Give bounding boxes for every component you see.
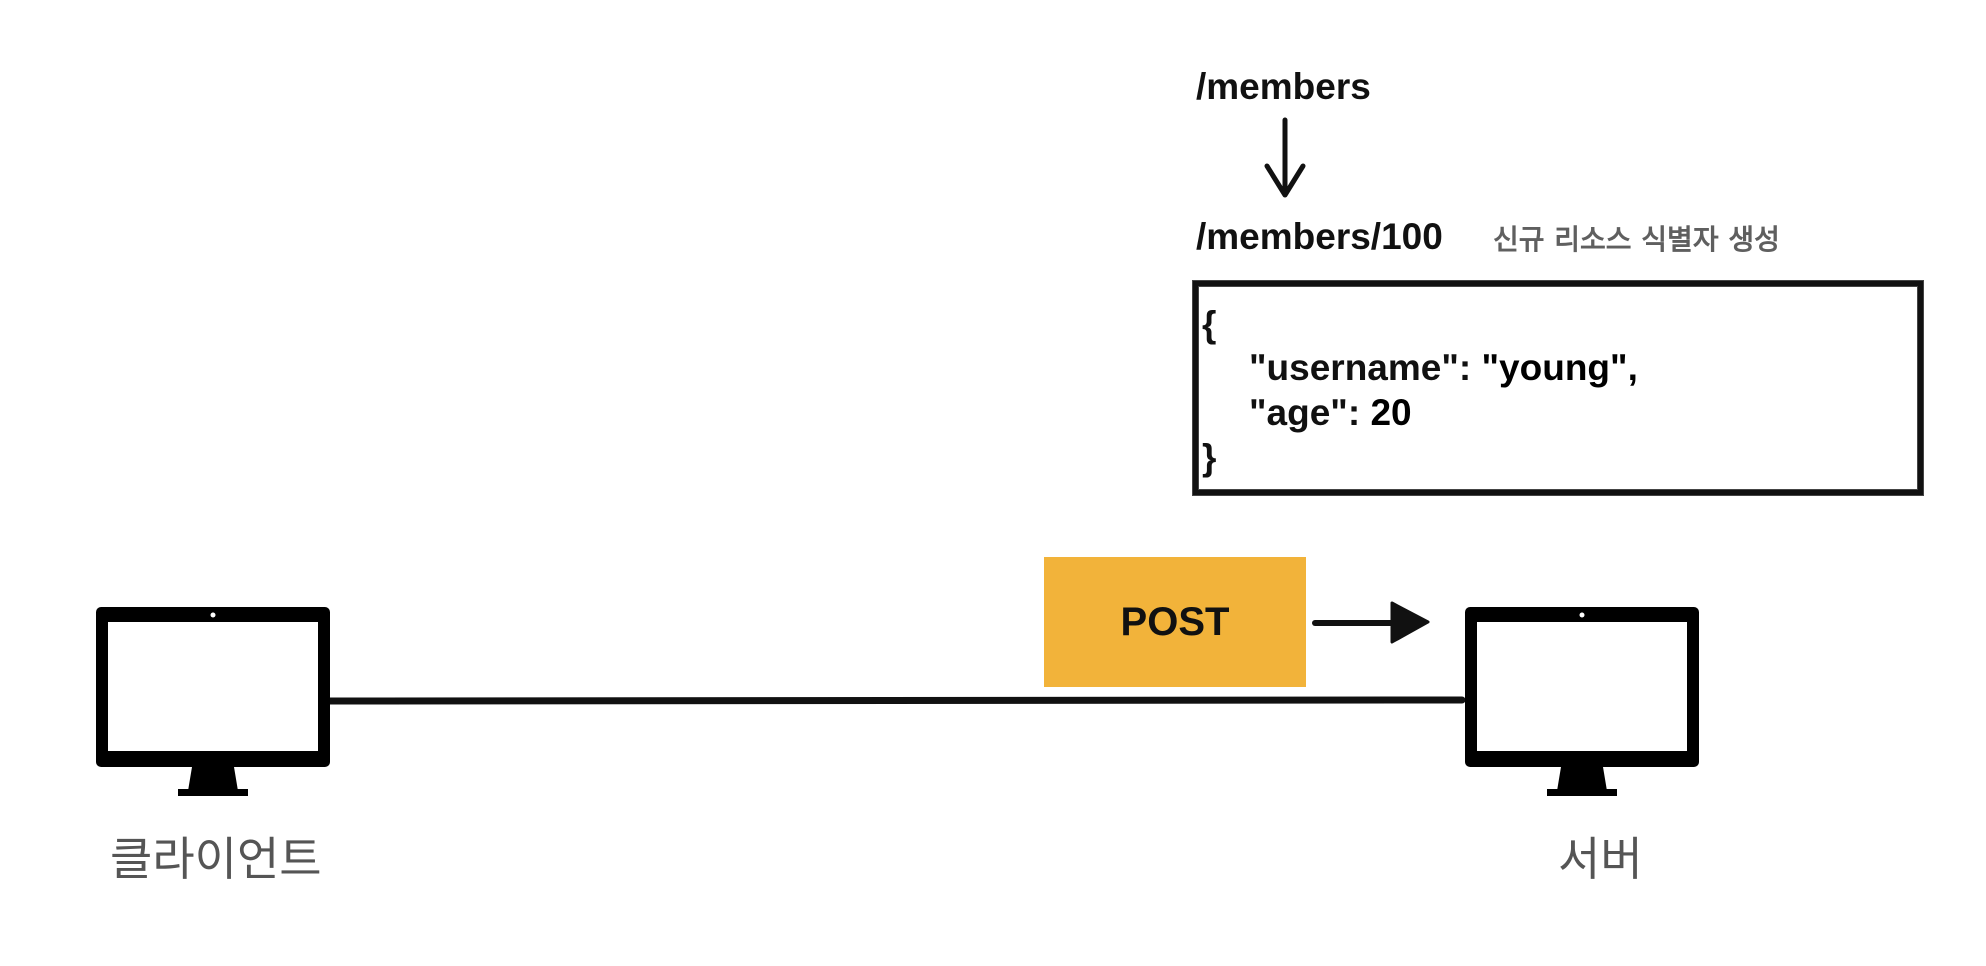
- right-arrow-icon: [1312, 601, 1430, 644]
- connection-line: [326, 696, 1466, 705]
- json-username-line: "username": "young",: [1249, 345, 1638, 391]
- client-label: 클라이언트: [110, 832, 322, 886]
- server-label: 서버: [1558, 832, 1643, 886]
- post-method-label: POST: [1120, 599, 1230, 644]
- new-identifier-note: 신규 리소스 식별자 생성: [1493, 223, 1780, 256]
- server-monitor-icon: [1465, 607, 1699, 796]
- down-arrow-icon: [1264, 117, 1306, 198]
- collection-path: /members: [1196, 66, 1371, 107]
- json-username-value: "young",: [1481, 347, 1638, 388]
- json-age-key: "age":: [1249, 392, 1371, 433]
- json-close-brace: }: [1202, 437, 1217, 478]
- json-age-line: "age": 20: [1249, 390, 1412, 436]
- json-age-value: 20: [1370, 392, 1412, 433]
- client-monitor-icon: [96, 607, 330, 796]
- json-username-key: "username":: [1249, 347, 1482, 388]
- json-body-box: [1193, 281, 1923, 495]
- created-resource-path: /members/100: [1196, 216, 1443, 257]
- json-open-brace: {: [1202, 304, 1217, 345]
- post-method-box: POST: [1044, 557, 1306, 687]
